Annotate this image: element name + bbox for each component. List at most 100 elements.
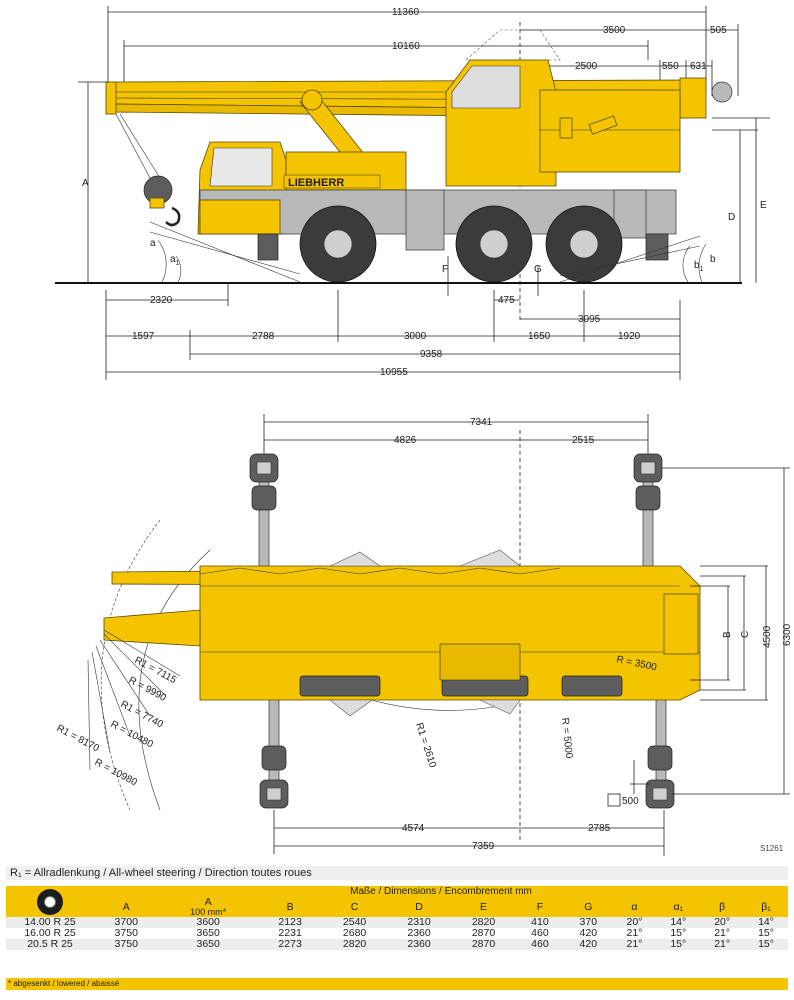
table-cell: 2820 [451, 917, 516, 928]
tire-icon [37, 888, 63, 915]
table-cell: 21° [612, 928, 657, 939]
label-C: C [740, 631, 751, 638]
table-cell: 15° [656, 928, 701, 939]
table-cell: 15° [744, 928, 788, 939]
table-cell: 2310 [386, 917, 452, 928]
hook-block [115, 113, 181, 227]
tire-size: 20.5 R 25 [6, 939, 94, 950]
angle-lines [149, 221, 707, 283]
dim-4574: 4574 [402, 823, 425, 834]
dim-2320: 2320 [150, 295, 173, 306]
dim-3095: 3095 [578, 314, 601, 325]
table-cell: 2680 [322, 928, 387, 939]
outrigger-pad-square-icon [607, 793, 621, 807]
radius-r-5000: R = 5000 [559, 717, 574, 759]
table-cell: 3750 [94, 928, 159, 939]
col-header-alpha: α [612, 897, 657, 917]
table-cell: 21° [612, 939, 657, 950]
dim-7359: 7359 [472, 841, 495, 852]
dim-4826: 4826 [394, 435, 417, 446]
dim-7341: 7341 [470, 417, 493, 428]
label-b: b [710, 254, 716, 265]
liebherr-logo: LIEBHERR [288, 177, 344, 189]
label-F: F [442, 264, 448, 275]
steering-legend: R₁ = Allradlenkung / All-wheel steering … [6, 866, 788, 880]
label-G: G [534, 264, 542, 275]
table-cell: 410 [515, 917, 565, 928]
table-row: 16.00 R 25 3750 3650 2231 2680 2360 2870… [6, 928, 788, 939]
table-cell: 3650 [158, 928, 258, 939]
lower-dimension-lines [105, 282, 681, 380]
table-group-header: Maße / Dimensions / Encombrement mm [94, 886, 788, 897]
side-view-drawing: 11360 10160 3500 505 2500 550 631 [55, 6, 770, 380]
table-cell: 14° [656, 917, 701, 928]
dim-2788: 2788 [252, 331, 275, 342]
col-header-D: D [386, 897, 452, 917]
table-cell: 2273 [257, 939, 323, 950]
table-cell: 20° [612, 917, 657, 928]
tire-size: 14.00 R 25 [6, 917, 94, 928]
superstructure [445, 29, 681, 187]
wheels [299, 205, 623, 283]
label-b1: b1 [694, 260, 704, 273]
table-cell: 3750 [94, 939, 159, 950]
label-a: a [150, 238, 156, 249]
dim-2515: 2515 [572, 435, 595, 446]
col-header-B: B [257, 897, 323, 917]
table-cell: 21° [700, 928, 745, 939]
radius-r1-2610: R1 = 2610 [413, 722, 438, 770]
table-cell: 2360 [386, 928, 452, 939]
table-cell: 14° [744, 917, 788, 928]
top-view-upper-dims [263, 414, 649, 460]
dim-2500: 2500 [575, 61, 598, 72]
radius-r1-8170: R1 = 8170 [55, 723, 102, 755]
dim-2785: 2785 [588, 823, 611, 834]
dim-3500: 3500 [603, 25, 626, 36]
col-header-beta: β [700, 897, 745, 917]
col-header-E: E [451, 897, 516, 917]
radius-leaders [87, 629, 181, 771]
height-dimension-lines [78, 81, 770, 296]
table-cell: 420 [564, 928, 613, 939]
table-cell: 2870 [451, 939, 516, 950]
label-B: B [722, 631, 733, 638]
top-view-drawing: 7341 4826 2515 [55, 414, 793, 856]
col-header-G: G [564, 897, 613, 917]
table-cell: 2820 [322, 939, 387, 950]
table-cell: 2123 [257, 917, 323, 928]
tire-column-header [6, 886, 94, 917]
col-header-A: A [94, 897, 159, 917]
table-cell: 3700 [94, 917, 159, 928]
dim-6300: 6300 [782, 623, 793, 646]
label-A: A [82, 178, 89, 189]
col-header-beta1: β₁ [744, 897, 788, 917]
table-cell: 3600 [158, 917, 258, 928]
table-cell: 460 [515, 939, 565, 950]
table-cell: 460 [515, 928, 565, 939]
table-cell: 3650 [158, 939, 258, 950]
table-row: 20.5 R 25 3750 3650 2273 2820 2360 2870 … [6, 939, 788, 950]
table-cell: 20° [700, 917, 745, 928]
figure-id: S1261 [760, 844, 784, 853]
rear-pulley-icon [711, 81, 733, 103]
label-a1: a1 [170, 254, 180, 267]
table-cell: 2231 [257, 928, 323, 939]
col-header-alpha1: α₁ [656, 897, 701, 917]
top-dimension-lines [107, 6, 739, 96]
top-view-lower-dims [273, 810, 665, 856]
dim-500: 500 [622, 796, 639, 807]
dim-10955: 10955 [380, 367, 408, 378]
crane-body-top [103, 549, 701, 717]
dim-1597: 1597 [132, 331, 155, 342]
table-row: 14.00 R 25 3700 3600 2123 2540 2310 2820… [6, 917, 788, 928]
table-cell: 2540 [322, 917, 387, 928]
label-E: E [760, 200, 767, 211]
dim-1920: 1920 [618, 331, 641, 342]
dim-1650: 1650 [528, 331, 551, 342]
table-footnote: * abgesenkt / lowered / abaissé [6, 978, 788, 990]
dim-3000: 3000 [404, 331, 427, 342]
dim-4500: 4500 [762, 625, 773, 648]
dim-631: 631 [690, 61, 707, 72]
